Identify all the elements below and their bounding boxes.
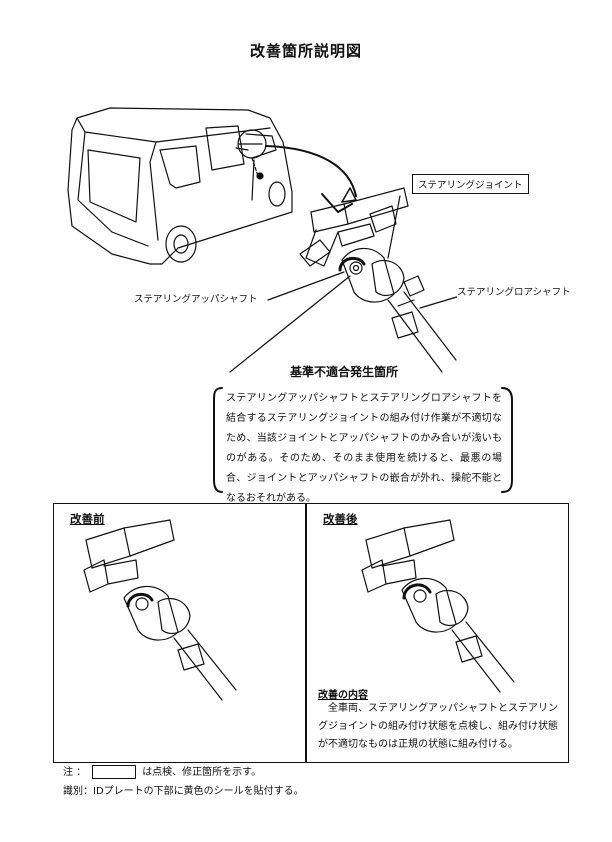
- before-panel: [53, 503, 307, 763]
- steering-joint-illustration: [299, 187, 457, 373]
- note-suffix: は点検、修正箇所を示す。: [142, 767, 262, 778]
- upper-shaft-label: ステアリングアッパシャフト: [134, 291, 258, 305]
- before-panel-title: 改善前: [70, 512, 105, 526]
- note-line: 注 ： は点検、修正箇所を示す。: [63, 763, 261, 779]
- defect-location-title: 基準不適合発生箇所: [290, 365, 399, 379]
- after-panel: [305, 503, 569, 763]
- joint-leader: [387, 195, 401, 259]
- identification-note: 識別：IDプレートの下部に黄色のシールを貼付する。: [63, 786, 304, 797]
- after-panel-title: 改善後: [323, 512, 358, 526]
- improvement-content-text: 全車両、ステアリングアッパシャフトとステアリングジョイントの組み付け状態を点検し…: [318, 703, 558, 750]
- defect-description: ステアリングアッパシャフトとステアリングロアシャフトを結合するステアリングジョイ…: [226, 393, 502, 504]
- page-title: 改善箇所説明図: [249, 42, 362, 60]
- marker-legend-box: [92, 765, 137, 779]
- lower-shaft-label: ステアリングロアシャフト: [457, 284, 571, 298]
- improvement-content-title: 改善の内容: [318, 690, 368, 701]
- after-illustration: [361, 519, 515, 693]
- lower-leader: [419, 295, 461, 309]
- pointer-arrow: [265, 145, 357, 213]
- defect-leader: [229, 275, 351, 373]
- upper-leader: [267, 271, 345, 301]
- steering-joint-label: ステアリングジョイント: [412, 174, 529, 194]
- van-illustration: [67, 107, 293, 265]
- before-illustration: [83, 519, 237, 701]
- note-prefix: 注 ：: [63, 767, 87, 778]
